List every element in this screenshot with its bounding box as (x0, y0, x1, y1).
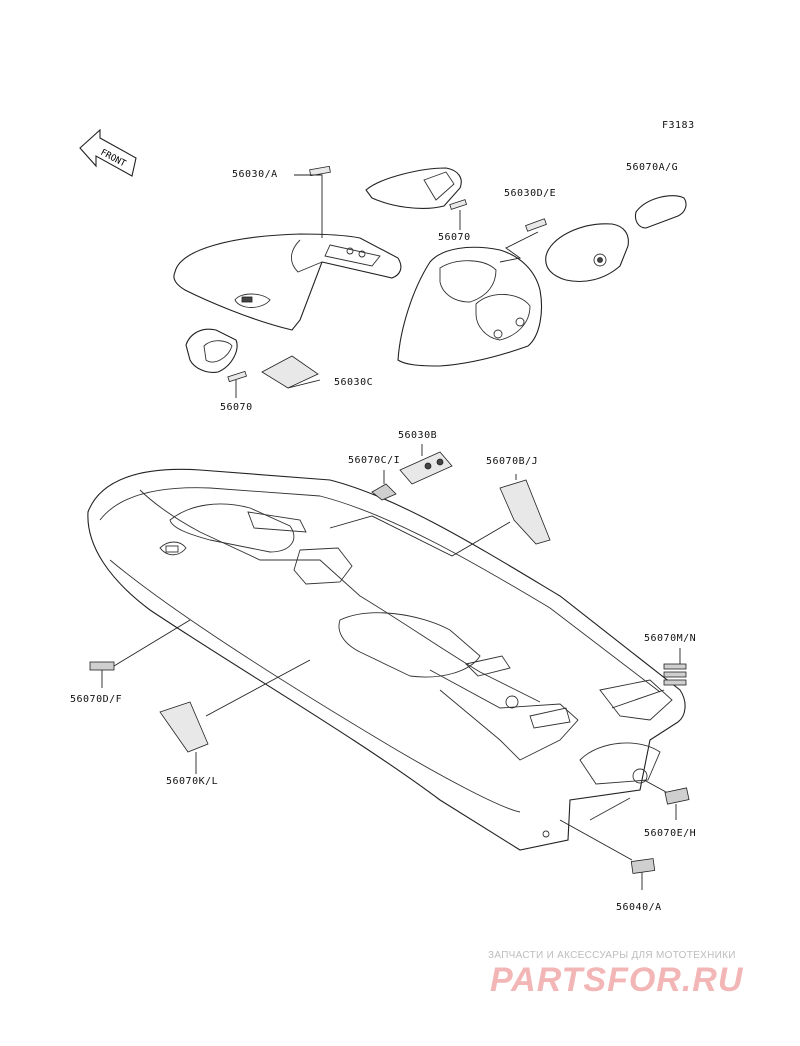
decal-56030-a (309, 165, 331, 177)
decal-56040-a (630, 858, 656, 874)
seat-cover-part (173, 233, 402, 331)
handle-cover-part (365, 167, 462, 209)
part-label-56070k-l: 56070K/L (166, 776, 219, 787)
figure-code: F3183 (662, 120, 695, 131)
decal-56030c (261, 355, 319, 389)
decal-56070e-h (664, 787, 690, 805)
part-label-56070-left: 56070 (220, 402, 253, 413)
hull-part (87, 468, 686, 851)
part-label-56070b-j: 56070B/J (486, 456, 539, 467)
decal-56070c-i (371, 483, 397, 501)
part-label-56030d-e: 56030D/E (504, 188, 557, 199)
part-label-56070-top: 56070 (438, 232, 471, 243)
decal-56030b (399, 451, 453, 485)
decal-56070k-l (159, 701, 209, 753)
watermark-tagline: ЗАПЧАСТИ И АКСЕССУАРЫ ДЛЯ МОТОТЕХНИКИ (488, 950, 736, 961)
decal-56070m-n (663, 663, 687, 686)
watermark-logo: PARTSFOR.RU (490, 961, 744, 999)
rear-vent-cover-part (185, 328, 238, 373)
front-arrow-icon: FRONT (79, 128, 137, 177)
part-label-56030b: 56030B (398, 430, 438, 441)
part-label-56070c-i: 56070C/I (348, 455, 401, 466)
decal-56070-top (449, 199, 468, 210)
decal-56030d-e (525, 218, 547, 232)
decal-56070b-j (499, 479, 551, 545)
decal-56070d-f (89, 661, 115, 671)
grip-pad-part (634, 195, 687, 229)
part-label-56030c: 56030C (334, 377, 374, 388)
steering-console-part (397, 246, 543, 367)
part-label-56040-a: 56040/A (616, 902, 662, 913)
part-label-56030-a: 56030/A (232, 169, 278, 180)
part-label-56070e-h: 56070E/H (644, 828, 697, 839)
part-label-56070m-n: 56070M/N (644, 633, 697, 644)
part-label-56070d-f: 56070D/F (70, 694, 123, 705)
part-label-56070a-g: 56070A/G (626, 162, 679, 173)
glove-box-lid-part (545, 223, 629, 283)
decal-56070-left (227, 370, 247, 383)
